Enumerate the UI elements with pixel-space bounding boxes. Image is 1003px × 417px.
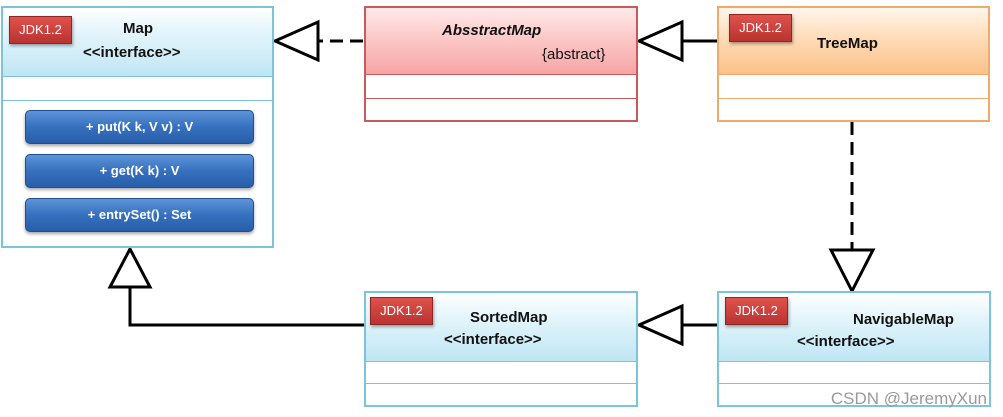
class-navigablemap-attributes-compartment (719, 361, 989, 383)
class-sortedmap-methods-compartment (366, 383, 636, 405)
arrowhead-map-from-abstractmap (271, 19, 320, 63)
class-navigablemap[interactable]: JDK1.2 NavigableMap <<interface>> (717, 291, 991, 407)
class-treemap-methods-compartment (719, 98, 988, 120)
class-navigablemap-methods-compartment (719, 383, 989, 405)
class-map[interactable]: JDK1.2 Map <<interface>> + put(K k, V v)… (1, 6, 274, 248)
arrowhead-abstractmap-from-treemap (635, 19, 684, 63)
class-sortedmap[interactable]: JDK1.2 SortedMap <<interface>> (364, 291, 638, 407)
arrowhead-sortedmap-from-navigablemap (635, 303, 684, 347)
jdk-badge: JDK1.2 (370, 297, 433, 325)
class-sortedmap-header: JDK1.2 SortedMap <<interface>> (366, 293, 636, 361)
arrowhead-navigablemap-from-treemap (828, 248, 876, 295)
class-sortedmap-attributes-compartment (366, 361, 636, 383)
class-map-attributes-compartment (3, 76, 272, 100)
watermark: CSDN @JeremyXun (830, 389, 987, 408)
class-abstractmap-name: AbsstractMap (442, 22, 542, 39)
class-treemap-attributes-compartment (719, 74, 988, 98)
class-abstractmap-header: AbsstractMap {abstract} (366, 8, 636, 74)
jdk-badge: JDK1.2 (729, 14, 792, 42)
method-get[interactable]: + get(K k) : V (25, 154, 254, 188)
class-treemap-name: TreeMap (817, 35, 878, 52)
class-abstractmap-modifier: {abstract} (542, 46, 606, 63)
class-navigablemap-stereotype: <<interface>> (797, 333, 895, 350)
arrowhead-map-from-sortedmap (107, 245, 153, 289)
class-map-name: Map (123, 20, 153, 37)
connector-sortedmap-to-map (128, 287, 364, 327)
class-navigablemap-header: JDK1.2 NavigableMap <<interface>> (719, 293, 989, 361)
class-navigablemap-name: NavigableMap (853, 311, 954, 328)
class-abstractmap-methods-compartment (366, 98, 636, 120)
class-sortedmap-name: SortedMap (470, 309, 548, 326)
method-entryset[interactable]: + entrySet() : Set (25, 198, 254, 232)
class-map-header: JDK1.2 Map <<interface>> (3, 8, 272, 76)
class-treemap[interactable]: JDK1.2 TreeMap (717, 6, 990, 122)
method-put[interactable]: + put(K k, V v) : V (25, 110, 254, 144)
class-treemap-header: JDK1.2 TreeMap (719, 8, 988, 74)
class-map-methods-compartment: + put(K k, V v) : V + get(K k) : V + ent… (3, 100, 272, 246)
class-sortedmap-stereotype: <<interface>> (444, 331, 542, 348)
jdk-badge: JDK1.2 (725, 297, 788, 325)
class-abstractmap-attributes-compartment (366, 74, 636, 98)
class-abstractmap[interactable]: AbsstractMap {abstract} (364, 6, 638, 122)
jdk-badge: JDK1.2 (9, 16, 72, 44)
class-map-stereotype: <<interface>> (83, 44, 181, 61)
